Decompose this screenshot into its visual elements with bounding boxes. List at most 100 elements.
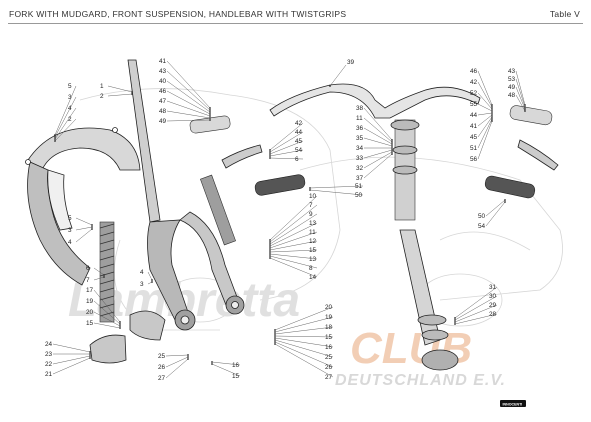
leader-left_mudguard_lower-2 [75,228,93,243]
callout-fork_labels-2: 9 [309,211,313,218]
leader-fork_labels-7-dot [269,253,271,255]
callout-handlebar_center-1: 11 [356,115,363,122]
leader-fork_labels-2 [269,213,318,245]
callout-mid_labels-3: 54 [295,147,303,154]
leader-left_mudguard_group-0 [54,85,77,136]
callout-right_top-2: 49 [508,84,516,91]
callout-upper_twistgrip_left-2: 40 [159,78,167,85]
leader-left_mudguard_lower-1 [75,226,93,231]
callout-left_bottom_group_b-1: 23 [45,351,53,358]
leader-left_mudguard_group-1 [54,96,77,138]
leader-mid_labels-4-dot [269,157,271,159]
leader-grip_labels-1-dot [309,189,311,191]
leader-mid_labels-0 [269,122,304,151]
leader-handlebar-top-dot [329,85,331,87]
table-label: Table V [549,9,580,19]
leader-bottom_right-3 [454,313,498,325]
leader-mid_labels-4 [269,157,304,160]
callout-right_grip_labels-0: 46 [470,68,478,75]
leader-left_bottom_group_b-0 [52,343,91,353]
leader-upper_twistgrip_left-2 [166,80,211,113]
leader-fork_labels-2-dot [269,243,271,245]
page-title: FORK WITH MUDGARD, FRONT SUSPENSION, HAN… [9,9,347,19]
leader-fork_lower_mid-1 [211,363,241,377]
brake-lever-bottom-left [89,310,166,364]
leader-fork_labels-0-dot [269,239,271,241]
leader-left_spring_labels-1-dot [103,276,105,278]
leader-fork_lower_right-6 [274,341,334,368]
callout-right_top-0: 43 [508,68,516,75]
leader-fork_lower_right-4 [274,337,334,348]
leader-right_grip_labels-4 [477,112,493,116]
leader-upper_twistgrip_left-1-dot [209,109,211,111]
leader-handlebar_center-0-dot [391,139,393,141]
leader-fork_lower_right-3-dot [274,335,276,337]
leader-left_mudguard_lower-1-dot [91,226,93,228]
callout-grip_labels-0: 51 [355,183,363,190]
leader-handlebar_center-0 [363,107,393,141]
callout-mid_labels-1: 44 [295,129,303,136]
leader-fork_labels-5-dot [269,249,271,251]
leader-right_grip_labels-3 [477,103,493,112]
leader-right_grip_labels-3-dot [491,110,493,112]
leader-right_lower-0 [485,199,506,217]
leader-bottom_right-0-dot [454,317,456,319]
callout-bottom_right-1: 30 [489,293,497,300]
leader-fork_lower_right-1 [274,316,334,333]
leader-right_grip_labels-5 [477,114,493,127]
callout-handlebar_center-7: 37 [356,175,364,182]
leader-left_bottom_group_b-2 [52,355,91,365]
svg-text:INNOCENTI: INNOCENTI [503,402,523,406]
callout-left_mudguard_lower-0: 5 [68,215,72,222]
leader-grip_labels-0 [309,185,364,189]
leader-left_mid_labels-0-dot [151,279,153,281]
callout-left_bottom_group_a-0: 17 [86,287,94,294]
callout-left_bottom_group_b-2: 22 [45,361,53,368]
leader-fork_lower_left-1 [165,356,189,368]
callout-left_mudguard_group-0: 5 [68,83,72,90]
leader-upper_twistgrip_left-2-dot [209,111,211,113]
leader-right_grip_labels-1 [477,81,493,108]
leader-handlebar_center-6 [363,151,393,169]
leader-handlebar_center-2 [363,127,393,145]
callout-fork_labels-8: 8 [309,265,313,272]
leader-upper_twistgrip_left-0 [166,60,211,109]
leader-right_top-3-dot [524,110,526,112]
callout-fork_lower_right-7: 27 [325,374,333,381]
callout-handlebar_center-3: 35 [356,135,364,142]
leader-fork_labels-0 [269,195,318,241]
leader-mid_labels-3 [269,149,304,157]
leader-bottom_right-1-dot [454,319,456,321]
callout-fork_lower_right-6: 26 [325,364,333,371]
leader-left_spring_labels-0-dot [103,274,105,276]
leader-right_grip_labels-5-dot [491,114,493,116]
callout-right_grip_labels-5: 41 [470,123,478,130]
leader-bottom_right-2-dot [454,321,456,323]
leader-stem_labels-1 [107,93,133,97]
leader-right_top-2 [515,86,526,110]
leader-upper_twistgrip_left-3 [166,90,211,115]
leader-right_grip_labels-1-dot [491,106,493,108]
leader-fork_lower_left-1-dot [187,356,189,358]
leader-left_mudguard_lower-2-dot [91,228,93,230]
leader-fork_labels-1-dot [269,241,271,243]
leader-fork_labels-1 [269,204,318,243]
leader-fork_lower_left-2-dot [187,358,189,360]
callout-fork_labels-5: 12 [309,238,317,245]
callout-right_lower-1: 54 [478,223,486,230]
leader-bottom_right-0 [454,286,498,319]
leader-fork_lower_left-0-dot [187,354,189,356]
leader-right_lower-1-dot [504,201,506,203]
leader-right_top-2-dot [524,108,526,110]
leader-left_bottom_group_a-0-dot [119,321,121,323]
callout-handlebar_center-6: 32 [356,165,364,172]
callout-fork_labels-0: 10 [309,193,317,200]
callout-fork_lower_right-4: 16 [325,344,333,351]
leader-fork_labels-3-dot [269,245,271,247]
leader-fork_lower_mid-0-dot [211,361,213,363]
leader-left_bottom_group_a-3-dot [119,327,121,329]
callout-bottom_right-0: 31 [489,284,497,291]
leader-left_spring_labels-1 [93,276,105,281]
leader-right_lower-0-dot [504,199,506,201]
